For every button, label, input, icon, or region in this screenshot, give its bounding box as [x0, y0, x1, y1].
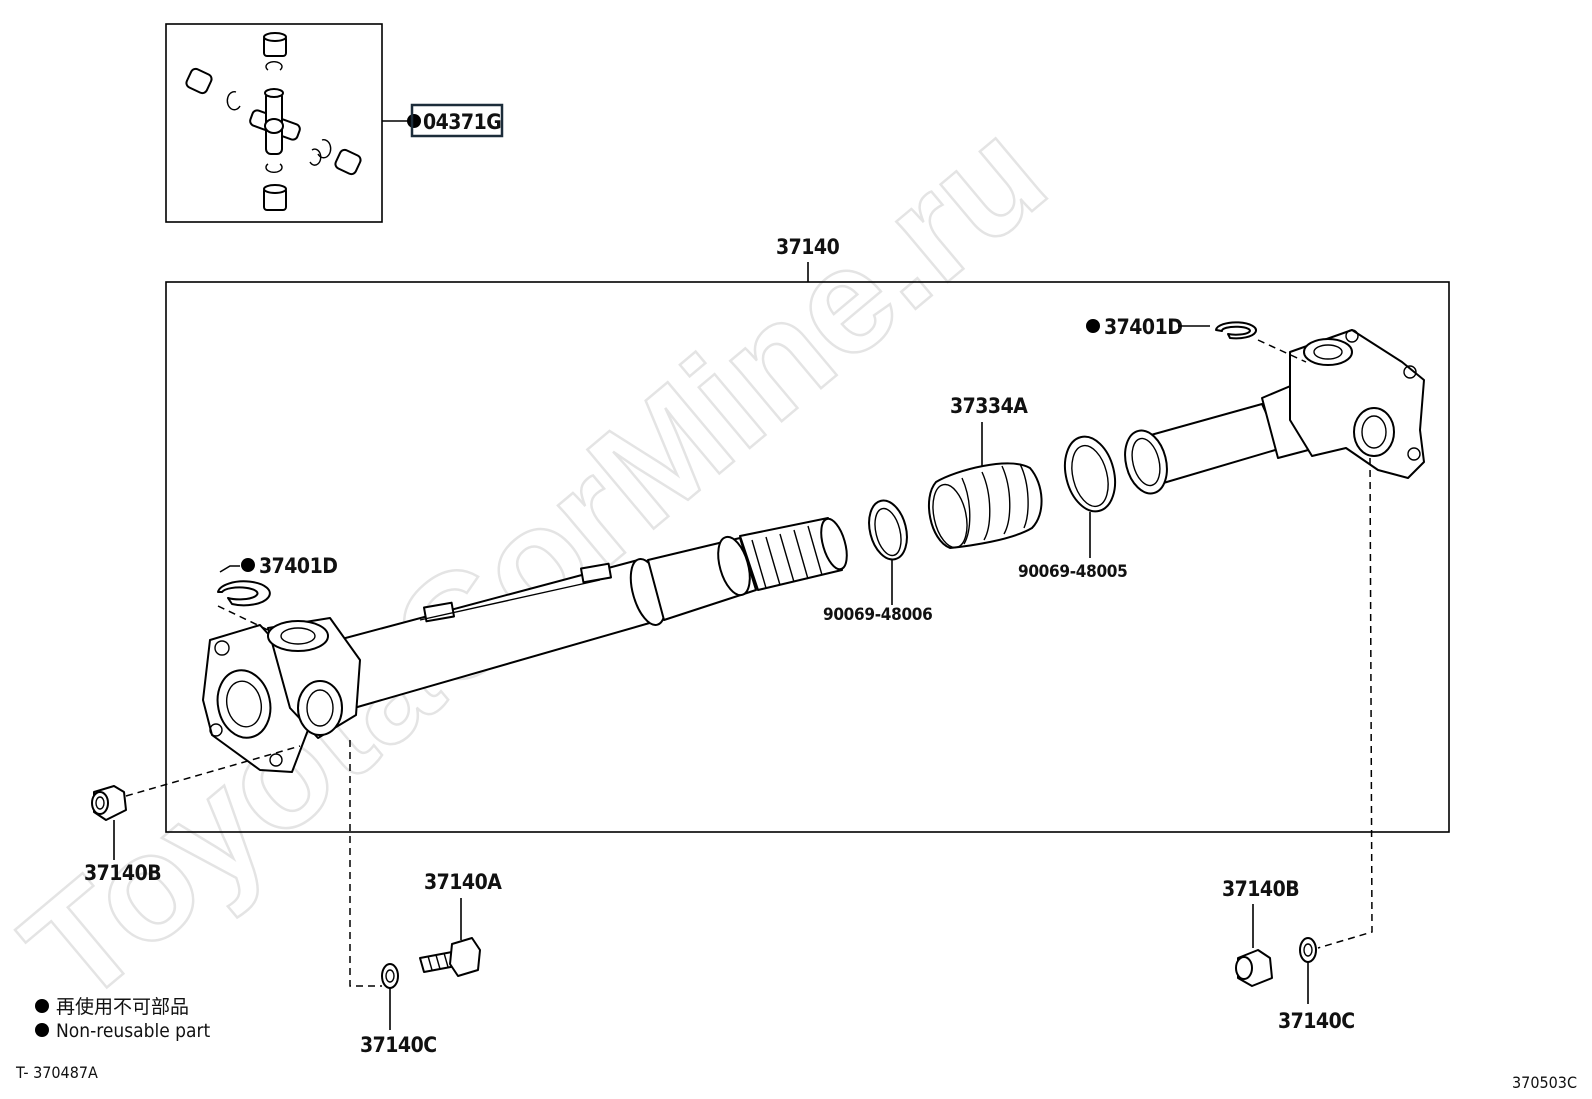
bushing-right-label: 37140B — [1222, 877, 1299, 901]
right-washer: 37140C — [1278, 937, 1355, 1033]
legend-dot-en — [35, 1023, 49, 1037]
figure-code-left: T- 370487A — [15, 1063, 98, 1082]
spider-snap-rings — [226, 60, 332, 174]
spider-kit-inset: 04371G — [165, 23, 504, 223]
spider-cross — [249, 88, 301, 155]
boot-label: 37334A — [950, 394, 1028, 418]
figure-code-right: 370503C — [1512, 1073, 1577, 1092]
left-washer: 37140C — [360, 963, 437, 1057]
left-flange-yoke — [202, 617, 361, 773]
legend-japanese: 再使用不可部品 — [56, 996, 189, 1018]
snap-ring-left-label: 37401D — [259, 554, 337, 578]
assembly-box — [165, 281, 1450, 833]
watermark: ToyotaCorMine.ru — [0, 88, 1075, 1034]
boot-37334A: 37334A — [928, 394, 1043, 549]
main-shaft — [337, 517, 848, 709]
left-snap-ring: 37401D — [217, 554, 338, 631]
bolt: 37140A — [419, 870, 503, 977]
spider-kit-label: 04371G — [423, 110, 501, 134]
ring-right-label: 90069-48005 — [1018, 562, 1127, 582]
ring-48005: 90069-48005 — [1018, 435, 1128, 582]
spider-caps — [185, 32, 362, 211]
assembly-label: 37140 — [776, 235, 840, 259]
spider-kit-box — [165, 23, 383, 223]
ring-left-label: 90069-48006 — [823, 605, 932, 625]
snap-ring-right-label: 37401D — [1104, 315, 1182, 339]
legend: 再使用不可部品 Non-reusable part — [35, 996, 210, 1042]
non-reusable-dot — [407, 114, 421, 128]
legend-english: Non-reusable part — [56, 1020, 210, 1042]
bolt-label: 37140A — [424, 870, 502, 894]
legend-dot-ja — [35, 999, 49, 1013]
spider-kit-label-box — [410, 103, 504, 138]
bushing-left-label: 37140B — [84, 861, 161, 885]
washer-right-label: 37140C — [1278, 1009, 1355, 1033]
ring-48006: 90069-48006 — [823, 499, 933, 625]
right-slip-yoke — [1124, 329, 1425, 495]
left-bushing: 37140B — [84, 745, 301, 885]
right-snap-ring: 37401D — [1086, 315, 1307, 363]
washer-left-label: 37140C — [360, 1033, 437, 1057]
right-bushing: 37140B — [1222, 877, 1300, 987]
